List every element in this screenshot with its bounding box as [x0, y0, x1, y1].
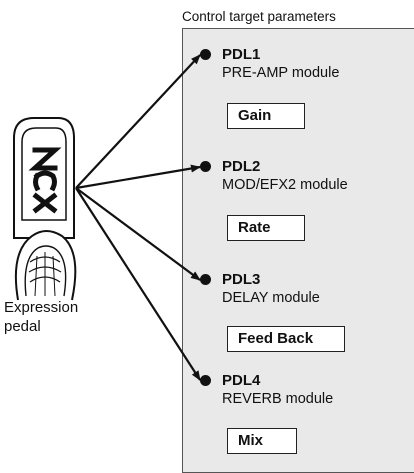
diagram-graphics: [13, 54, 201, 381]
pdl4-module: REVERB module: [222, 391, 334, 407]
pdl2-module: MOD/EFX2 module: [222, 177, 348, 193]
pdl4-heading: PDL4: [200, 372, 333, 389]
pdl3-label: PDL3: [222, 271, 261, 288]
arrow-to-pdl2: [75, 164, 201, 190]
arrow-to-pdl4: [75, 187, 201, 381]
pdl4-label: PDL4: [222, 372, 261, 389]
target-entry-pdl4: PDL4 REVERB module: [200, 372, 334, 407]
pdl2-parameter-box: Rate: [227, 215, 305, 241]
pdl1-module: PRE-AMP module: [222, 65, 340, 81]
pdl4-parameter-box: Mix: [227, 428, 297, 454]
pdl1-label: PDL1: [222, 46, 261, 63]
pdl2-label: PDL2: [222, 158, 261, 175]
connector-arrows: [75, 54, 201, 381]
bullet-icon: [200, 161, 211, 172]
bullet-icon: [200, 49, 211, 60]
expression-pedal-illustration: [13, 117, 77, 301]
arrow-to-pdl1: [75, 54, 201, 189]
expression-pedal-label: Expression pedal: [4, 299, 79, 335]
pdl2-heading: PDL2: [200, 158, 348, 175]
target-entry-pdl3: PDL3 DELAY module: [200, 271, 320, 306]
pdl3-parameter-box: Feed Back: [227, 326, 345, 352]
diagram-header: Control target parameters: [182, 9, 336, 24]
pdl3-module: DELAY module: [222, 290, 320, 306]
zoom-logo-mark: [28, 147, 62, 214]
pdl3-heading: PDL3: [200, 271, 320, 288]
pdl1-heading: PDL1: [200, 46, 339, 63]
pdl1-parameter-box: Gain: [227, 103, 305, 129]
bullet-icon: [200, 375, 211, 386]
bullet-icon: [200, 274, 211, 285]
target-entry-pdl2: PDL2 MOD/EFX2 module: [200, 158, 348, 193]
target-entry-pdl1: PDL1 PRE-AMP module: [200, 46, 340, 81]
arrow-to-pdl3: [75, 187, 201, 281]
